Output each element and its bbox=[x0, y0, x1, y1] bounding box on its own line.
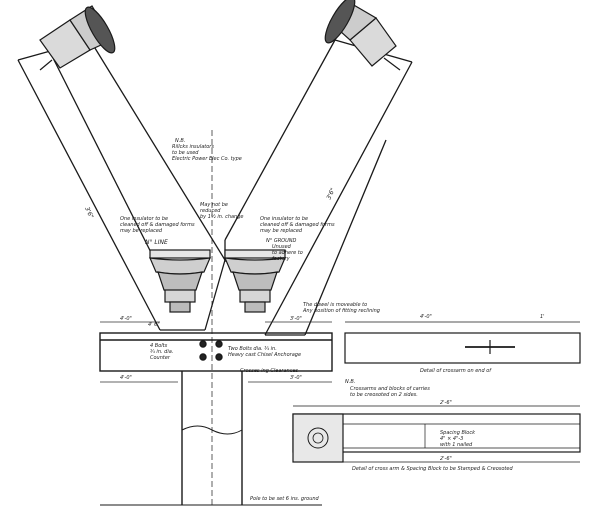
right-dim: 3'-0" bbox=[290, 316, 302, 322]
pole-note: Pole to be set 6 ins. ground bbox=[250, 496, 320, 502]
left-dim-2: 4'-0" bbox=[120, 375, 132, 381]
right-arm bbox=[224, 39, 413, 336]
bolt-note-left-2: ¾ in. dia. bbox=[150, 349, 173, 355]
pole bbox=[100, 130, 322, 506]
left-center-insulator bbox=[149, 249, 211, 313]
bolt-note-right-2: Heavy cast Chisel Anchorage bbox=[228, 352, 301, 358]
arm-length-left: 3'6" bbox=[83, 206, 95, 220]
left-note-1: One insulator to be bbox=[120, 216, 168, 222]
left-top-insulator bbox=[39, 5, 116, 71]
arm-label: 4' 6" bbox=[148, 322, 160, 328]
right-line-4: factory bbox=[272, 256, 291, 262]
right-center-insulator bbox=[224, 249, 286, 313]
bolt-note-left-1: 4 Bolts bbox=[150, 343, 168, 349]
insulator-note-4: Electric Power Elec Co. type bbox=[172, 156, 242, 162]
bolt-note-right-1: Two Bolts dia. ¾ in. bbox=[228, 346, 277, 352]
right-line-1: N° GROUND bbox=[266, 238, 297, 244]
center-note-1: May not be bbox=[200, 202, 228, 208]
left-dim: 4'-0" bbox=[120, 316, 132, 322]
block-spacing-1: Spacing Block bbox=[440, 430, 476, 436]
block-caption: Detail of cross arm & Spacing Block to b… bbox=[352, 466, 513, 472]
right-top-insulator bbox=[324, 0, 401, 71]
block-spacing-3: with 1 nailed bbox=[440, 442, 473, 448]
right-note-2: cleaned off & damaged forms bbox=[260, 222, 335, 228]
right-note-1: One insulator to be bbox=[260, 216, 308, 222]
block-top-dim: 2'-6" bbox=[440, 400, 452, 406]
right-line-3: to adhere to bbox=[272, 250, 303, 256]
block-bottom-dim: 2'-6" bbox=[440, 456, 452, 462]
spacing-block-detail bbox=[292, 405, 581, 463]
right-top-caption: Detail of crossarm on end of bbox=[420, 368, 492, 374]
right-line-2: Unused bbox=[272, 244, 292, 250]
left-note-3: may be replaced bbox=[120, 228, 163, 234]
right-top-dim-2: 1' bbox=[540, 314, 545, 320]
crossarm-note: The dowel is moveable to bbox=[303, 302, 367, 308]
crossarm-dimensions bbox=[100, 321, 332, 383]
right-dim-2: 3'-0" bbox=[290, 375, 302, 381]
left-note-2: cleaned off & damaged forms bbox=[120, 222, 195, 228]
center-bottom-label: Crosses ing Clearances bbox=[240, 368, 299, 374]
left-line-label: N° LINE bbox=[145, 239, 168, 246]
right-top-dim: 4'-0" bbox=[420, 314, 432, 320]
block-spacing-2: 4" × 4"-3 bbox=[440, 436, 463, 442]
crossarm-end-detail bbox=[344, 321, 581, 364]
nb-text-2: to be creosoted on 2 sides. bbox=[350, 392, 418, 398]
center-note-2: reduced bbox=[200, 208, 221, 214]
insulator-note-3: to be used bbox=[172, 150, 199, 156]
bolt-note-left-3: Counter bbox=[150, 355, 171, 361]
nb-note: N.B. bbox=[345, 379, 355, 385]
insulator-note-2: Rillcks insulators bbox=[172, 144, 214, 150]
insulator-note-1: N.B. bbox=[175, 138, 185, 144]
crossarm bbox=[99, 332, 333, 372]
arm-length-right: 3'6" bbox=[325, 187, 337, 201]
right-note-3: may be replaced bbox=[260, 228, 303, 234]
annotations: N.B. Rillcks insulators to be used Elect… bbox=[83, 138, 544, 502]
crossarm-note-2: Any position of fitting reclining bbox=[302, 308, 380, 314]
nb-text-1: Crossarms and blocks of carries bbox=[350, 386, 430, 392]
center-note-3: by 1½ in. change bbox=[200, 213, 243, 220]
